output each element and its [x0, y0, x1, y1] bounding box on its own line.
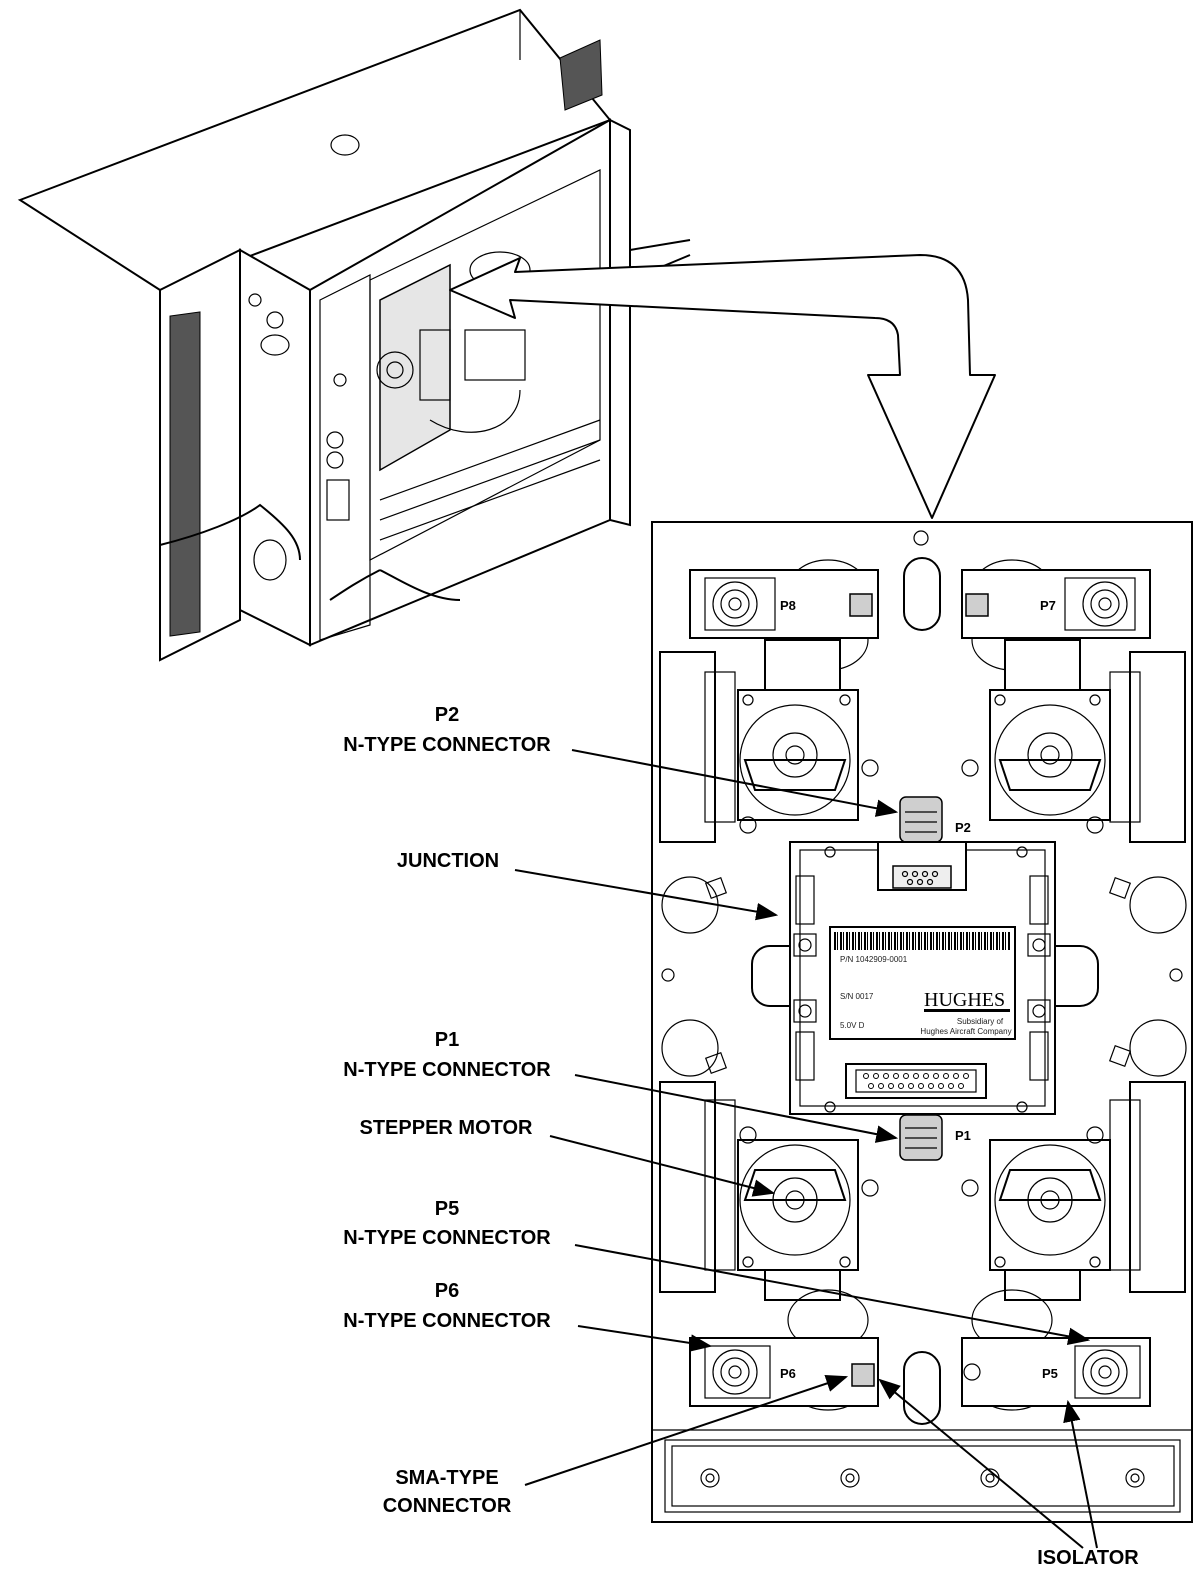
- label-p6: P6: [435, 1280, 459, 1302]
- mark-p2: P2: [955, 820, 971, 835]
- label-isolator: ISOLATOR: [1037, 1547, 1139, 1569]
- junction-pn: P/N 1042909-0001: [840, 955, 908, 964]
- barcode: [834, 932, 1010, 950]
- label-p5-type: N-TYPE CONNECTOR: [343, 1227, 551, 1249]
- mark-p8: P8: [780, 598, 796, 613]
- p2-connector: [899, 796, 943, 843]
- isolator-p8: [689, 559, 879, 671]
- mark-p1: P1: [955, 1128, 971, 1143]
- label-sma-line2: CONNECTOR: [383, 1495, 512, 1517]
- label-p2-type: N-TYPE CONNECTOR: [343, 734, 551, 756]
- junction-voltage: 5.0V D: [840, 1021, 865, 1030]
- isolator-p5: [961, 1289, 1151, 1411]
- p1-connector: [899, 1114, 943, 1161]
- junction-sub-line2: Hughes Aircraft Company: [920, 1027, 1011, 1036]
- label-stepper-motor: STEPPER MOTOR: [360, 1117, 534, 1139]
- junction-sub-line1: Subsidiary of: [957, 1017, 1004, 1026]
- motor-upper-left: [737, 639, 879, 834]
- label-p6-type: N-TYPE CONNECTOR: [343, 1310, 551, 1332]
- junction-sn: S/N 0017: [840, 992, 874, 1001]
- motor-lower-right: [961, 1126, 1111, 1301]
- label-p2: P2: [435, 704, 459, 726]
- side-rails: [659, 651, 1186, 1293]
- mark-p6: P6: [780, 1366, 796, 1381]
- mark-p7: P7: [1040, 598, 1056, 613]
- label-sma-line1: SMA-TYPE: [395, 1467, 498, 1489]
- mark-p5: P5: [1042, 1366, 1058, 1381]
- callout-labels: P2 N-TYPE CONNECTOR JUNCTION P1 N-TYPE C…: [343, 704, 1139, 1569]
- label-p1: P1: [435, 1029, 459, 1051]
- isolator-p7: [961, 559, 1151, 671]
- leader-lines: [514, 749, 1098, 1549]
- motor-upper-right: [961, 639, 1111, 834]
- label-p5: P5: [435, 1198, 459, 1220]
- label-junction: JUNCTION: [397, 850, 499, 872]
- brand-logo: HUGHES: [924, 989, 1005, 1011]
- motor-lower-left: [737, 1126, 879, 1301]
- chassis-illustration: [17, 8, 691, 662]
- switch-panel: P/N 1042909-0001 S/N 0017 5.0V D HUGHES …: [651, 521, 1193, 1523]
- junction-box: P/N 1042909-0001 S/N 0017 5.0V D HUGHES …: [751, 841, 1099, 1115]
- isolator-p6: [689, 1289, 879, 1411]
- callout-arrow: [449, 254, 996, 519]
- label-p1-type: N-TYPE CONNECTOR: [343, 1059, 551, 1081]
